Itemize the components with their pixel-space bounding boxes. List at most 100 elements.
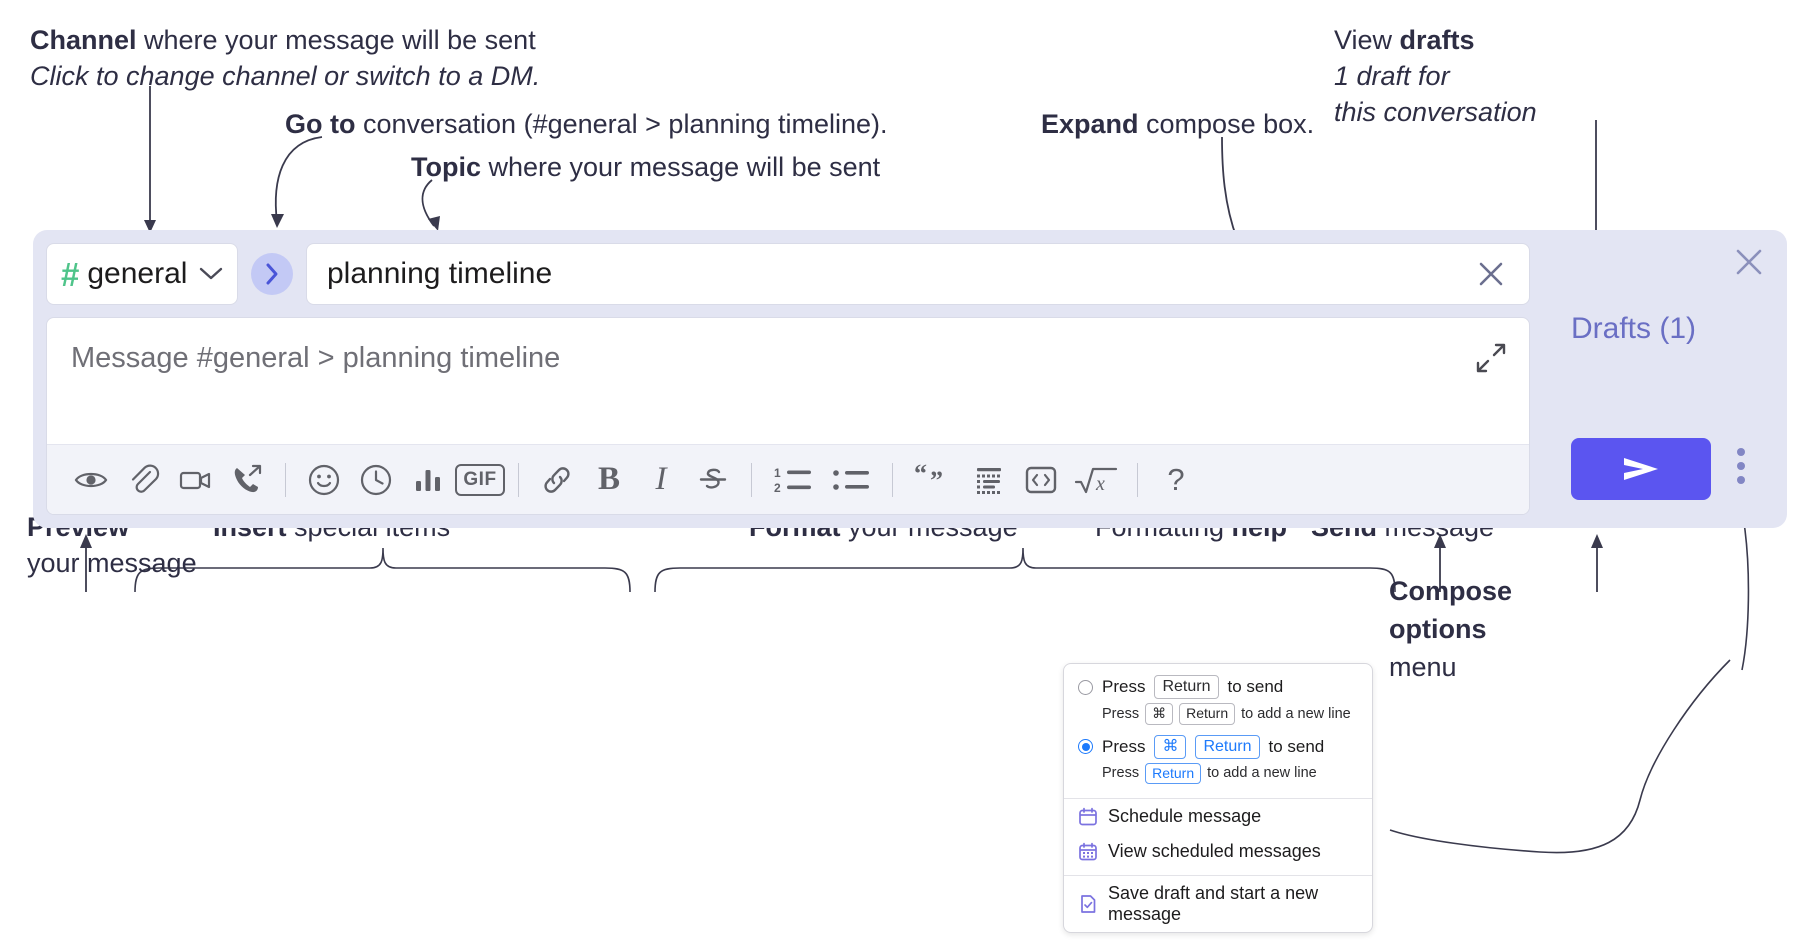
key-return: Return xyxy=(1195,734,1260,759)
annotation-topic: Topic where your message will be sent xyxy=(411,149,880,185)
bold-icon[interactable]: B xyxy=(583,454,635,506)
toolbar-separator xyxy=(518,462,519,497)
calendar-grid-icon xyxy=(1078,842,1098,862)
menu-option-return-to-send[interactable]: Press Return to send xyxy=(1064,673,1372,699)
radio-unselected[interactable] xyxy=(1078,679,1093,695)
italic-label: I xyxy=(655,461,667,497)
sub-tail: to add a new line xyxy=(1241,705,1351,722)
draft-save-icon xyxy=(1078,894,1098,914)
channel-selector[interactable]: # general xyxy=(46,243,238,305)
bulleted-list-icon[interactable] xyxy=(822,454,880,506)
annotation-drafts-pre: View xyxy=(1334,25,1400,55)
audio-call-icon[interactable] xyxy=(221,454,273,506)
topic-input[interactable]: planning timeline xyxy=(306,243,1530,305)
help-icon[interactable]: ? xyxy=(1150,454,1202,506)
code-snippet-icon[interactable] xyxy=(1015,454,1067,506)
expand-arrows-icon[interactable] xyxy=(1475,342,1507,374)
annotation-goto-bold: Go to xyxy=(285,109,356,139)
strikethrough-icon[interactable] xyxy=(687,454,739,506)
video-icon[interactable] xyxy=(169,454,221,506)
send-button[interactable] xyxy=(1571,438,1711,500)
message-placeholder: Message #general > planning timeline xyxy=(71,342,561,374)
help-label: ? xyxy=(1167,461,1185,497)
annotation-preview-rest: your message xyxy=(27,548,197,578)
sub-tail: to add a new line xyxy=(1207,765,1317,782)
svg-text:x: x xyxy=(1095,473,1105,495)
sub-press: Press xyxy=(1102,765,1140,782)
topic-value: planning timeline xyxy=(327,257,553,290)
chevron-right-icon xyxy=(266,263,278,285)
menu-option-cmd-sub: Press Return to add a new line xyxy=(1064,759,1372,793)
close-icon[interactable] xyxy=(1733,246,1765,278)
goto-conversation-button[interactable] xyxy=(251,253,293,295)
toolbar-separator xyxy=(285,462,286,497)
annotation-drafts-italic1: 1 draft for xyxy=(1334,61,1450,91)
compose-right-panel: Drafts (1) xyxy=(1530,230,1787,528)
chevron-down-icon xyxy=(199,267,223,281)
message-input-area[interactable]: Message #general > planning timeline xyxy=(46,317,1530,515)
menu-option-return-press: Press xyxy=(1102,677,1146,696)
annotation-channel: Channel where your message will be sent … xyxy=(30,22,540,94)
close-icon[interactable] xyxy=(1475,258,1511,290)
key-command: ⌘ xyxy=(1145,703,1174,725)
annotation-drafts: View drafts 1 draft for this conversatio… xyxy=(1334,22,1537,130)
menu-option-cmd-return-to-send[interactable]: Press ⌘ Return to send xyxy=(1064,733,1372,759)
svg-text:“: “ xyxy=(914,463,927,488)
toolbar-separator xyxy=(892,462,893,497)
compose-header-row: # general planning timeline xyxy=(46,243,1530,305)
annotation-expand: Expand compose box. xyxy=(1041,106,1314,142)
annotation-channel-bold: Channel xyxy=(30,25,137,55)
math-icon[interactable]: x xyxy=(1067,454,1125,506)
svg-text:2: 2 xyxy=(774,481,781,495)
toolbar-separator xyxy=(1137,462,1138,497)
drafts-link[interactable]: Drafts (1) xyxy=(1571,312,1697,345)
link-icon[interactable] xyxy=(531,454,583,506)
compose-box: # general planning timeline M xyxy=(33,230,1787,528)
annotation-compose-options-rest: menu xyxy=(1389,652,1457,682)
attachment-icon[interactable] xyxy=(117,454,169,506)
ordered-list-icon[interactable]: 1 2 xyxy=(764,454,822,506)
sub-press: Press xyxy=(1102,705,1140,722)
annotation-expand-bold: Expand xyxy=(1041,109,1139,139)
channel-name-label: general xyxy=(87,257,188,290)
annotation-topic-bold: Topic xyxy=(411,152,481,182)
annotation-topic-rest: where your message will be sent xyxy=(481,152,881,182)
gif-icon[interactable]: GIF xyxy=(454,454,506,506)
key-return: Return xyxy=(1154,675,1219,699)
menu-item-label: Schedule message xyxy=(1108,806,1262,826)
emoji-icon[interactable] xyxy=(298,454,350,506)
menu-item-schedule-message[interactable]: Schedule message xyxy=(1064,799,1372,834)
annotation-drafts-bold: drafts xyxy=(1399,25,1475,55)
menu-item-view-scheduled-messages[interactable]: View scheduled messages xyxy=(1064,834,1372,869)
annotation-channel-italic: Click to change channel or switch to a D… xyxy=(30,61,541,91)
menu-item-label: View scheduled messages xyxy=(1108,841,1321,861)
italic-icon[interactable]: I xyxy=(635,454,687,506)
gif-label: GIF xyxy=(455,463,505,496)
annotation-compose-options-b1: Compose xyxy=(1389,576,1513,606)
key-return: Return xyxy=(1179,703,1236,725)
more-vertical-icon[interactable] xyxy=(1737,448,1745,484)
toolbar-separator xyxy=(751,462,752,497)
calendar-clock-icon xyxy=(1078,807,1098,827)
send-paper-plane-icon xyxy=(1624,458,1658,480)
code-block-icon[interactable] xyxy=(963,454,1015,506)
hash-icon: # xyxy=(61,255,80,293)
clock-icon[interactable] xyxy=(350,454,402,506)
blockquote-icon[interactable]: “ ” xyxy=(905,454,963,506)
preview-icon[interactable] xyxy=(65,454,117,506)
menu-divider xyxy=(1064,875,1372,876)
menu-option-return-sub: Press ⌘ Return to add a new line xyxy=(1064,699,1372,733)
poll-icon[interactable] xyxy=(402,454,454,506)
annotation-compose-options-b2: options xyxy=(1389,614,1487,644)
bold-label: B xyxy=(597,461,620,497)
menu-item-save-draft[interactable]: Save draft and start a new message xyxy=(1064,876,1372,932)
menu-option-cmd-press: Press xyxy=(1102,736,1146,756)
radio-selected[interactable] xyxy=(1078,739,1093,754)
svg-text:1: 1 xyxy=(774,466,781,480)
formatting-toolbar: GIF B I xyxy=(47,444,1529,514)
key-return: Return xyxy=(1145,762,1202,784)
compose-options-menu: Press Return to send Press ⌘ Return to a… xyxy=(1063,663,1373,933)
annotation-goto: Go to conversation (#general > planning … xyxy=(285,106,888,142)
annotation-channel-rest: where your message will be sent xyxy=(136,25,536,55)
